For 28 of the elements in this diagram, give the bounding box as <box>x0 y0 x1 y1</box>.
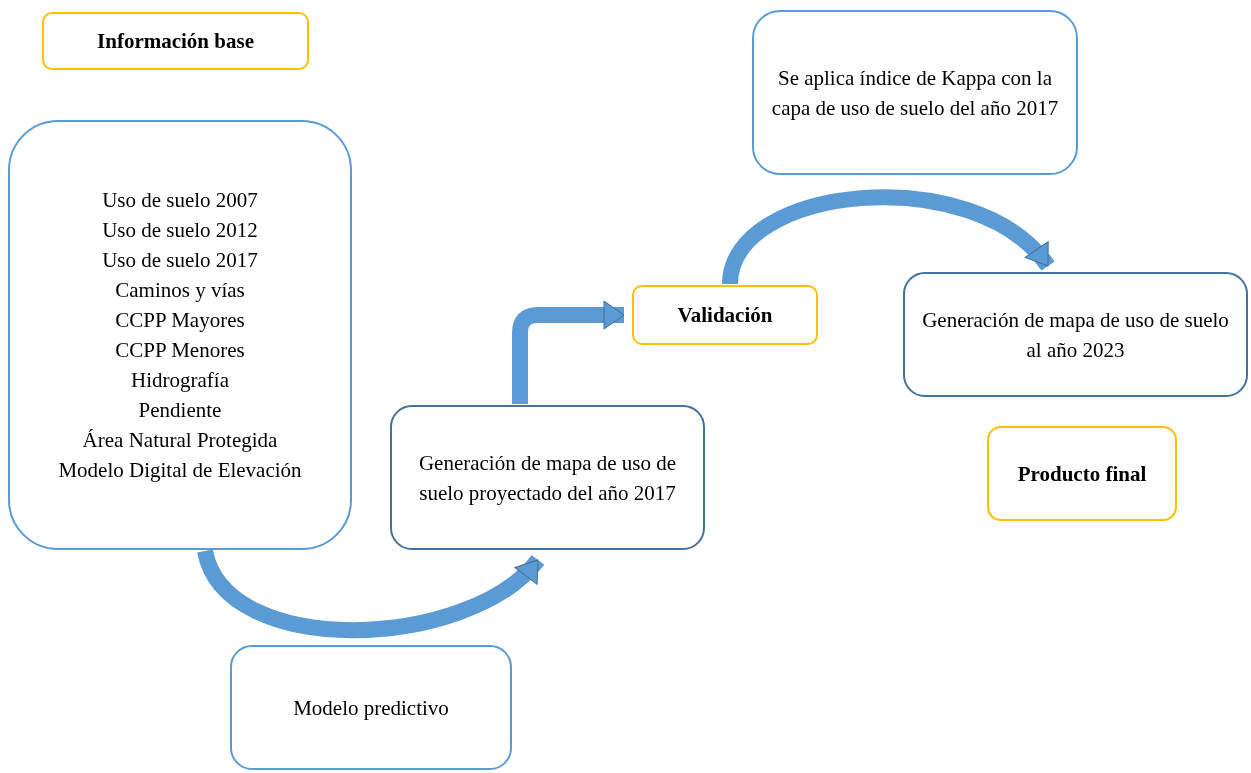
curved-arrow <box>197 548 544 639</box>
node-text: Pendiente <box>138 397 222 424</box>
curved-arrow <box>512 300 625 404</box>
node-text: Modelo predictivo <box>293 694 449 722</box>
node-text: Se aplica índice de Kappa con la capa de uso de suelo del año 2017 <box>770 64 1060 122</box>
process-box <box>752 10 1078 175</box>
process-box <box>230 645 512 770</box>
curved-arrow <box>722 189 1054 286</box>
process-box <box>903 272 1248 397</box>
node-text: Uso de suelo 2012 <box>102 217 258 244</box>
node-text: Generación de mapa de uso de suelo proyectado del año 2017 <box>417 449 678 507</box>
stage-box <box>632 285 818 345</box>
node-text: Modelo Digital de Elevación <box>58 457 302 484</box>
node-text: Uso de suelo 2007 <box>102 187 258 214</box>
node-text: Información base <box>97 28 254 55</box>
title-box <box>42 12 309 70</box>
node-text: CCPP Menores <box>115 337 245 364</box>
node-text: Producto final <box>1017 460 1147 488</box>
input-list-box <box>8 120 352 550</box>
node-text: Caminos y vías <box>115 277 245 304</box>
node-text: Validación <box>677 302 773 329</box>
node-text: CCPP Mayores <box>115 307 245 334</box>
node-text: Área Natural Protegida <box>82 427 278 454</box>
stage-box <box>987 426 1177 521</box>
node-text: Hidrografía <box>131 367 229 394</box>
node-text: Generación de mapa de uso de suelo al año 2023 <box>921 306 1230 364</box>
node-text: Uso de suelo 2017 <box>102 247 258 274</box>
process-box <box>390 405 705 550</box>
